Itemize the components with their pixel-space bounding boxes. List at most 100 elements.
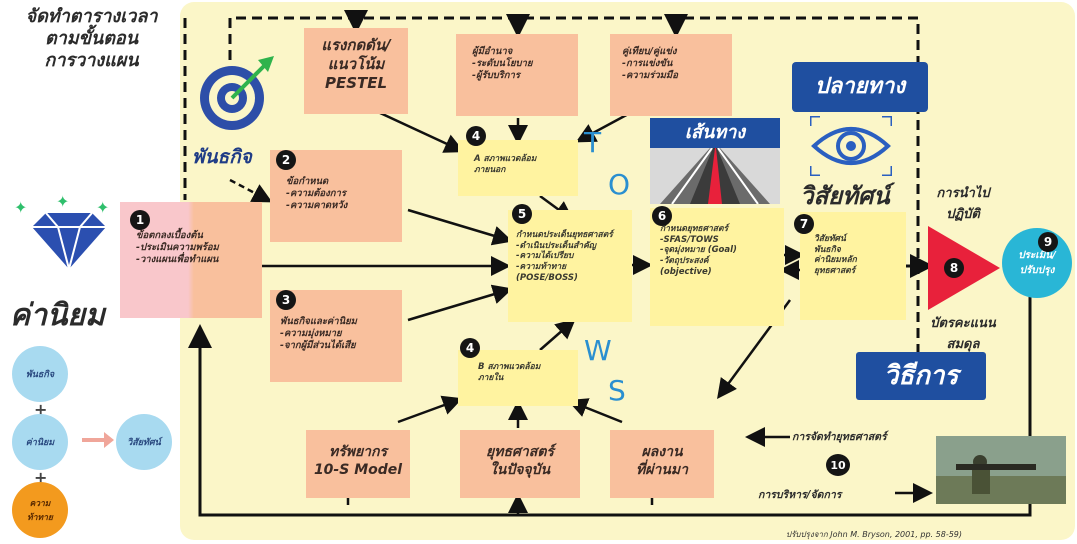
implement-label: การนำไป ปฏิบัติ (928, 182, 998, 224)
step-1-number: 1 (130, 210, 150, 230)
tows-w: W (584, 334, 612, 367)
current-strategy-box: ยุทธศาสตร์ ในปัจจุบัน (460, 430, 580, 498)
step-6-line: -จุดมุ่งหมาย (Goal) (660, 245, 737, 256)
step-9-line: ปรับปรุง (1019, 265, 1055, 276)
step-5-line: -ดำเนินประเด็นสำคัญ (516, 240, 596, 251)
current-strategy-line: ยุทธศาสตร์ (486, 444, 554, 460)
step-4a-line: ภายนอก (474, 164, 506, 175)
sparkle-icon: ✦ (56, 192, 70, 211)
scorecard-line: บัตรคะแนน (930, 316, 996, 331)
road-icon (650, 148, 780, 204)
title-line-2: ตามขั้นตอน (44, 28, 139, 49)
scorecard-line: สมดุล (946, 337, 980, 352)
step-5-number: 5 (512, 204, 532, 224)
pestel-line: แรงกดดัน/ (321, 36, 391, 54)
diamond-icon (32, 212, 106, 273)
title-line-3: การวางแผน (44, 50, 139, 71)
step-6-line: -วัตถุประสงค์ (660, 255, 709, 266)
step-6-line: -SFAS/TOWS (660, 234, 719, 245)
step-4b-internal-box: B สภาพแวดล้อม ภายใน (458, 350, 578, 406)
step-9-line: ประเมิน/ (1018, 250, 1056, 261)
legend-mission-circle: พันธกิจ (12, 346, 68, 402)
step-5-line: -ความท้าทาย (516, 261, 567, 272)
resources-line: 10-S Model (313, 461, 403, 478)
competitor-line: -การแข่งขัน (622, 57, 673, 69)
authority-line: -ผู้รับบริการ (472, 69, 520, 81)
right-feedback-loop (188, 285, 1032, 517)
sparkle-icon: ✦ (14, 198, 28, 217)
pestel-line: PESTEL (324, 73, 388, 92)
path-label: เส้นทาง (650, 118, 780, 148)
step-1-line: -วางแผนเพื่อทำแผน (136, 253, 219, 265)
past-performance-line: ผลงาน (641, 444, 683, 460)
eye-icon (810, 116, 892, 176)
step-2-number: 2 (276, 150, 296, 170)
step-8-triangle (928, 226, 1000, 310)
scorecard-label: บัตรคะแนน สมดุล (928, 312, 998, 354)
resources-box: ทรัพยากร 10-S Model (306, 430, 410, 498)
step-6-number: 6 (652, 206, 672, 226)
step-10-number: 10 (826, 454, 850, 476)
step-7-number: 7 (794, 214, 814, 234)
vision-label: วิสัยทัศน์ (800, 182, 890, 210)
step-4b-line: ภายใน (478, 372, 504, 383)
step-5-box: กำหนดประเด็นยุทธศาสตร์ -ดำเนินประเด็นสำค… (508, 210, 632, 322)
page-title: จัดทำตารางเวลา ตามขั้นตอน การวางแผน (4, 6, 179, 72)
soldier-photo (936, 436, 1066, 504)
implement-line: การนำไป (936, 186, 990, 201)
step-5-line: (POSE/BOSS) (516, 272, 578, 283)
manage-strategy-label: การจัดทำยุทธศาสตร์ (792, 431, 887, 443)
step-7-line: ค่านิยมหลัก (814, 255, 857, 266)
step-7-line: พันธกิจ (814, 244, 841, 255)
step-6-line: (objective) (660, 266, 712, 277)
tows-t: T (584, 126, 602, 159)
step-4b-line: B สภาพแวดล้อม (478, 362, 541, 372)
destination-label: ปลายทาง (792, 62, 928, 112)
citation: ปรับปรุงจาก John M. Bryson, 2001, pp. 58… (786, 530, 963, 539)
step-1-box: ข้อตกลงเบื้องต้น -ประเมินความพร้อม -วางแ… (120, 202, 262, 318)
step-3-line: -จากผู้มีส่วนได้เสีย (280, 339, 356, 351)
dashed-feedback-loop (228, 16, 920, 370)
legend-goal-circle: ความ ท้าทาย (12, 482, 68, 538)
current-strategy-line: ในปัจจุบัน (489, 461, 551, 478)
competitor-line: คู่เทียบ/คู่แข่ง (622, 46, 677, 57)
step-9-circle: ประเมิน/ ปรับปรุง (1002, 228, 1072, 298)
step-1-line: ข้อตกลงเบื้องต้น (136, 230, 203, 241)
legend-values-circle: ค่านิยม (12, 414, 68, 470)
pestel-box: แรงกดดัน/ แนวโน้ม PESTEL (304, 28, 408, 114)
step-7-line: ยุทธศาสตร์ (814, 265, 856, 276)
step-4a-number: 4 (466, 126, 486, 146)
values-label: ค่านิยม (10, 298, 105, 333)
authority-box: ผู้มีอำนาจ -ระดับนโยบาย -ผู้รับบริการ (456, 34, 578, 116)
sparkle-icon: ✦ (96, 198, 110, 217)
method-label: วิธีการ (856, 352, 986, 400)
step-2-line: ข้อกำหนด (286, 176, 329, 187)
step-7-box: วิสัยทัศน์ พันธกิจ ค่านิยมหลัก ยุทธศาสตร… (800, 212, 906, 320)
step-4b-number: 4 (460, 338, 480, 358)
resources-line: ทรัพยากร (328, 444, 388, 460)
step-3-line: -ความมุ่งหมาย (280, 327, 342, 339)
mission-label: พันธกิจ (192, 146, 252, 168)
target-icon (200, 56, 274, 130)
legend-vision-circle: วิสัยทัศน์ (116, 414, 172, 470)
step-4a-external-box: A สภาพแวดล้อม ภายนอก (458, 140, 578, 196)
step-9-number: 9 (1038, 232, 1058, 252)
past-performance-line: ที่ผ่านมา (636, 461, 688, 478)
manage-admin-label: การบริหาร/จัดการ (758, 489, 842, 501)
step-2-line: -ความต้องการ (286, 187, 346, 199)
competitor-box: คู่เทียบ/คู่แข่ง -การแข่งขัน -ความร่วมมื… (610, 34, 732, 116)
step-3-line: พันธกิจและค่านิยม (280, 316, 357, 327)
competitor-line: -ความร่วมมือ (622, 69, 678, 81)
step-3-number: 3 (276, 290, 296, 310)
title-line-1: จัดทำตารางเวลา (25, 6, 158, 27)
authority-line: -ระดับนโยบาย (472, 57, 533, 69)
legend-goal-line: ความ (29, 499, 51, 509)
step-2-line: -ความคาดหวัง (286, 199, 348, 211)
authority-line: ผู้มีอำนาจ (472, 46, 513, 57)
past-performance-box: ผลงาน ที่ผ่านมา (610, 430, 714, 498)
step-6-box: กำหนดยุทธศาสตร์ -SFAS/TOWS -จุดมุ่งหมาย … (650, 208, 784, 326)
step-5-line: -ความได้เปรียบ (516, 251, 574, 262)
step-6-line: กำหนดยุทธศาสตร์ (660, 224, 729, 234)
tows-s: S (608, 374, 626, 407)
